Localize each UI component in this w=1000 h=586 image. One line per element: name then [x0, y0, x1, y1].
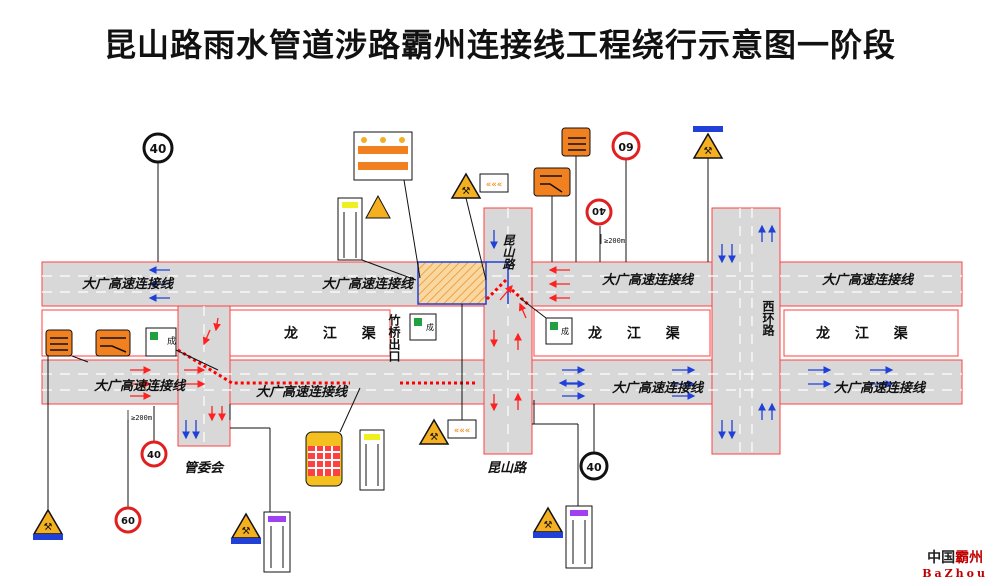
- work-sign-top-right: ⚒: [692, 126, 724, 262]
- label-kunshan-road: 昆山路: [487, 460, 528, 476]
- watermark-suffix: 霸州: [955, 550, 984, 566]
- svg-text:40: 40: [150, 142, 167, 156]
- svg-text:⚒: ⚒: [430, 432, 439, 443]
- speed-sign-09: 09: [611, 131, 641, 262]
- svg-text:⚒: ⚒: [44, 522, 53, 533]
- speed-sign-40-rotated: 40: [585, 198, 613, 262]
- orange-sign-left-1: [45, 329, 89, 363]
- label-kunshan-road-top: 昆山路: [500, 234, 515, 271]
- watermark-latin: BaZhou: [922, 567, 988, 580]
- work-sign-bottom-mid: ⚒: [230, 512, 262, 544]
- work-sign-top-mid: ⚒ «««: [450, 172, 509, 281]
- lane-dashes: [42, 208, 962, 454]
- canal-box-3: [783, 309, 959, 357]
- leader-lines: [47, 356, 535, 424]
- light-post-bottom-3: [532, 423, 593, 569]
- orange-sign-top-2: [533, 167, 571, 262]
- label-canal-2: 龙 江 渠: [587, 325, 690, 342]
- svg-text:≥200m: ≥200m: [604, 237, 625, 245]
- barricade-sign: [353, 131, 421, 279]
- finish-sign-right: 成: [519, 297, 573, 345]
- canal-box-1: [229, 309, 391, 357]
- svg-text:⚒: ⚒: [544, 520, 553, 531]
- diagram-title: 昆山路雨水管道涉路霸州连接线工程绕行示意图一阶段: [103, 26, 896, 64]
- light-post-bottom-1: [359, 429, 385, 491]
- svg-text:成: 成: [561, 326, 569, 336]
- label-canal-3: 龙 江 渠: [815, 325, 918, 342]
- svg-text:⚒: ⚒: [242, 526, 251, 537]
- work-sign-mid-bottom: ⚒ «««: [418, 304, 477, 445]
- label-expressway-7: 大广高速连接线: [612, 380, 705, 396]
- speed-sign-60: 60: [114, 420, 142, 534]
- label-bridge-exit: 竹桥出口: [387, 313, 401, 363]
- label-expressway-1: 大广高速连接线: [82, 276, 175, 292]
- red-arrows: [130, 266, 570, 422]
- label-expressway-8: 大广高速连接线: [834, 380, 927, 396]
- svg-text:≥200m: ≥200m: [131, 414, 152, 422]
- watermark-prefix: 中国: [927, 550, 956, 566]
- label-expressway-2: 大广高速连接线: [322, 276, 415, 292]
- finish-sign-mid: 成: [409, 313, 437, 341]
- label-guanweihui: 管委会: [184, 460, 225, 476]
- work-zone: [417, 261, 487, 305]
- work-sign-bottom-right: ⚒: [532, 506, 564, 538]
- svg-text:09: 09: [618, 141, 633, 154]
- watermark: 中国霸州 BaZhou: [922, 547, 988, 580]
- svg-text:40: 40: [592, 205, 606, 216]
- svg-text:成: 成: [167, 335, 176, 347]
- label-xihuan-road: 西环路: [761, 300, 775, 337]
- cone-line-3: [484, 278, 508, 302]
- label-expressway-4: 大广高速连接线: [822, 272, 915, 288]
- svg-text:60: 60: [121, 516, 135, 527]
- label-expressway-5: 大广高速连接线: [94, 378, 187, 394]
- label-expressway-6: 大广高速连接线: [256, 384, 349, 400]
- distance-marker-1: ≥200m: [600, 234, 625, 245]
- svg-text:⚒: ⚒: [704, 146, 713, 157]
- speed-sign-40-bottom-right: 40: [579, 404, 609, 481]
- roads: [41, 207, 963, 455]
- speed-sign-40-top-left: 40: [142, 132, 174, 262]
- distance-marker-2: ≥200m: [127, 410, 152, 422]
- finish-sign-left: 成: [145, 327, 219, 371]
- label-expressway-3: 大广高速连接线: [602, 272, 695, 288]
- work-sign-bottom-left: ⚒: [32, 404, 64, 540]
- light-post-bottom-2: [230, 427, 291, 573]
- blue-arrows: [148, 224, 894, 440]
- svg-text:⚒: ⚒: [462, 186, 471, 197]
- orange-sign-top-1: [561, 127, 591, 262]
- xihuan-road: [711, 207, 781, 455]
- orange-sign-left-2: [95, 329, 131, 357]
- light-post-top: [337, 194, 417, 281]
- speed-sign-40-bottom-left: 40: [140, 406, 168, 468]
- svg-text:40: 40: [586, 461, 602, 474]
- crash-barrel: [305, 387, 361, 487]
- svg-text:成: 成: [426, 322, 434, 332]
- svg-text:«««: «««: [454, 426, 471, 436]
- svg-text:40: 40: [147, 450, 161, 461]
- label-canal-1: 龙 江 渠: [283, 325, 386, 342]
- svg-text:«««: «««: [486, 180, 503, 190]
